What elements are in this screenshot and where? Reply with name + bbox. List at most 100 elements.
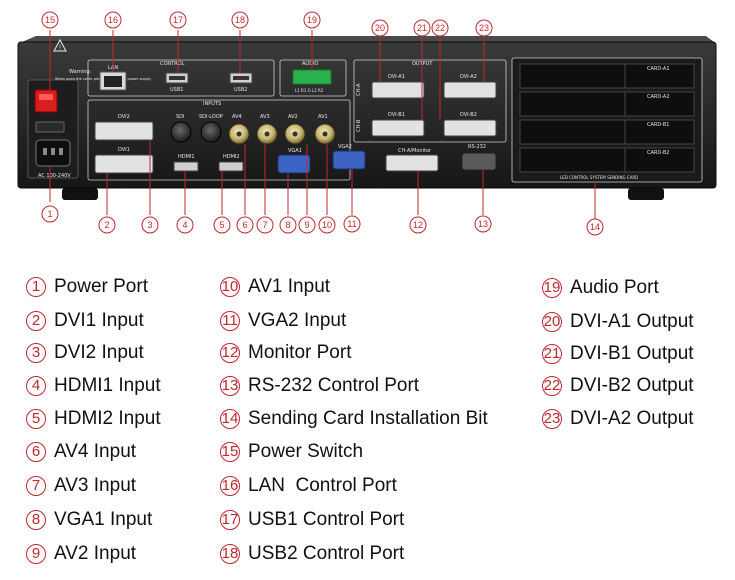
callout-16: 16 bbox=[104, 11, 122, 29]
dvi2-port[interactable] bbox=[94, 121, 154, 141]
callout-18: 18 bbox=[231, 11, 249, 29]
av3-port-pin bbox=[264, 131, 270, 137]
callout-5: 5 bbox=[213, 216, 231, 234]
dvi-a1-port[interactable] bbox=[371, 81, 425, 99]
svg-text:4: 4 bbox=[182, 220, 187, 230]
dvi-b2-port[interactable] bbox=[443, 119, 497, 137]
sdi-port[interactable] bbox=[170, 121, 192, 143]
card-slot-b1[interactable] bbox=[519, 119, 695, 145]
legend-number: 21 bbox=[542, 344, 562, 364]
legend-number: 5 bbox=[26, 409, 46, 429]
callout-6: 6 bbox=[236, 216, 254, 234]
control-section bbox=[87, 59, 275, 97]
card-slot-a1[interactable] bbox=[519, 63, 695, 89]
dvi-b1-port[interactable] bbox=[371, 119, 425, 137]
callout-2: 2 bbox=[98, 216, 116, 234]
dvi-b1-label: DVI-B1 bbox=[388, 112, 405, 118]
dvi2-label: DVI2 bbox=[118, 114, 130, 120]
monitor-port[interactable] bbox=[385, 154, 439, 172]
card-slot-a2[interactable] bbox=[519, 91, 695, 117]
callout-23: 23 bbox=[475, 19, 493, 37]
power-pin-left bbox=[43, 148, 47, 155]
svg-text:10: 10 bbox=[322, 220, 332, 230]
legend-label: LAN Control Port bbox=[248, 475, 397, 496]
callout-12: 12 bbox=[409, 216, 427, 234]
callout-11: 11 bbox=[343, 215, 361, 233]
svg-text:3: 3 bbox=[147, 220, 152, 230]
control-label: CONTROL bbox=[160, 61, 185, 67]
foot-left bbox=[62, 188, 98, 200]
av3-label: AV3 bbox=[260, 114, 270, 120]
svg-text:11: 11 bbox=[347, 219, 356, 229]
lan-port-hole bbox=[104, 76, 122, 87]
vga2-label: VGA2 bbox=[338, 144, 352, 150]
card-slot-b2[interactable] bbox=[519, 147, 695, 173]
dvi1-port[interactable] bbox=[94, 154, 154, 174]
hdmi1-port[interactable] bbox=[173, 161, 199, 172]
legend-number: 14 bbox=[220, 409, 240, 429]
legend-label: AV2 Input bbox=[54, 543, 137, 564]
usb2-port-hole bbox=[233, 76, 249, 80]
legend-label: Audio Port bbox=[570, 277, 659, 298]
legend-number: 10 bbox=[220, 277, 240, 297]
dvi-a2-port[interactable] bbox=[443, 81, 497, 99]
legend-number: 20 bbox=[542, 312, 562, 332]
svg-text:18: 18 bbox=[235, 15, 245, 25]
audio-port[interactable] bbox=[292, 69, 332, 85]
svg-text:1: 1 bbox=[47, 209, 52, 219]
legend-number: 17 bbox=[220, 510, 240, 530]
sdi-loop-port[interactable] bbox=[200, 121, 222, 143]
warning-title: Warning: bbox=[69, 69, 92, 75]
legend-number: 22 bbox=[542, 376, 562, 396]
legend-label: VGA2 Input bbox=[248, 310, 347, 331]
callout-8: 8 bbox=[279, 216, 297, 234]
inputs-label: INPUTS bbox=[203, 101, 221, 107]
svg-text:!: ! bbox=[59, 45, 61, 52]
usb1-port-hole bbox=[169, 76, 185, 80]
callout-14: 14 bbox=[586, 218, 604, 236]
callout-lines bbox=[49, 30, 596, 219]
legend-number: 18 bbox=[220, 544, 240, 564]
rs232-port[interactable] bbox=[461, 152, 497, 171]
power-switch[interactable] bbox=[34, 89, 58, 113]
av4-port-pin bbox=[236, 131, 242, 137]
svg-text:22: 22 bbox=[435, 23, 445, 33]
legend-item: 18 USB2 Control Port bbox=[220, 539, 404, 569]
svg-text:17: 17 bbox=[173, 15, 183, 25]
hdmi2-port[interactable] bbox=[218, 161, 244, 172]
vga2-port[interactable] bbox=[332, 150, 366, 170]
rs232-label: RS-232 bbox=[468, 144, 486, 150]
callout-1: 1 bbox=[41, 205, 59, 223]
legend-number: 13 bbox=[220, 376, 240, 396]
legend-label: USB2 Control Port bbox=[248, 543, 405, 564]
power-pin-right bbox=[59, 148, 63, 155]
ch-a-label: CH-A bbox=[356, 83, 362, 96]
legend-label: Power Port bbox=[54, 276, 148, 297]
svg-text:16: 16 bbox=[108, 15, 118, 25]
legend-number: 8 bbox=[26, 510, 46, 530]
legend-number: 1 bbox=[26, 277, 46, 297]
vga1-port[interactable] bbox=[277, 154, 311, 174]
output-label: OUTPUT bbox=[412, 61, 433, 67]
usb1-label: USB1 bbox=[170, 87, 183, 93]
svg-text:7: 7 bbox=[262, 220, 267, 230]
legend-number: 16 bbox=[220, 476, 240, 496]
callout-15: 15 bbox=[41, 11, 59, 29]
legend-label: DVI2 Input bbox=[54, 342, 144, 363]
av2-port-pin bbox=[292, 131, 298, 137]
callout-10: 10 bbox=[318, 216, 336, 234]
warning-icon: ! bbox=[53, 38, 67, 52]
legend-number: 15 bbox=[220, 442, 240, 462]
